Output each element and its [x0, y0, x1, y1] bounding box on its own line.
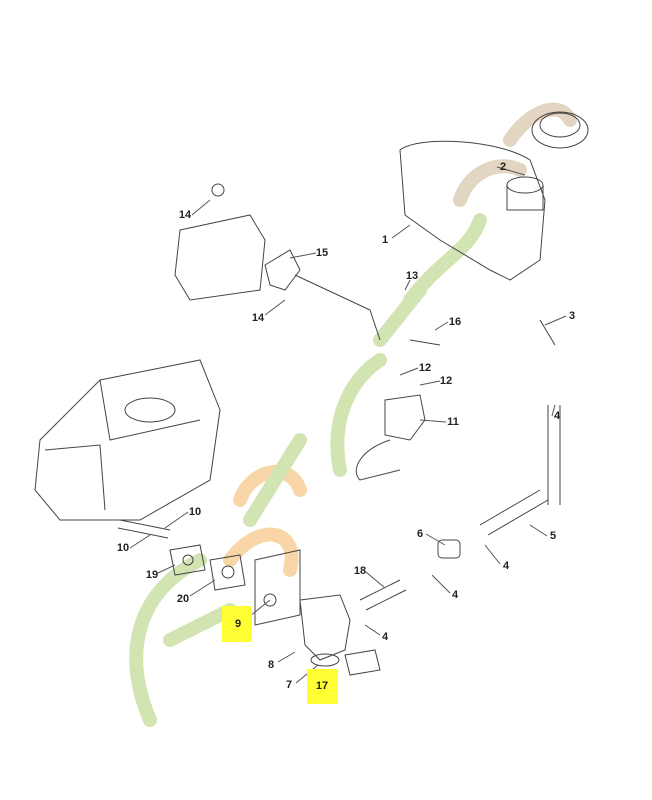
- push-rods: [117, 519, 171, 539]
- callout-14: 14: [251, 312, 265, 324]
- callout-11: 11: [447, 416, 459, 428]
- callout-4: 4: [553, 410, 561, 422]
- callout-10: 10: [116, 542, 130, 554]
- callout-8: 8: [267, 659, 275, 671]
- callout-12: 12: [439, 375, 453, 387]
- engine-block: [34, 359, 221, 521]
- intake-manifold: [355, 394, 426, 481]
- highlight-box-9: [222, 606, 252, 642]
- callout-2: 2: [499, 161, 507, 173]
- leader-lines: [129, 166, 567, 684]
- hose-18: [359, 579, 407, 611]
- watermark: [129, 102, 577, 727]
- callout-4: 4: [381, 631, 389, 643]
- callout-9: 9: [234, 618, 242, 630]
- callout-10: 10: [188, 506, 202, 518]
- fuel-cap: [531, 111, 589, 149]
- callout-15: 15: [315, 247, 329, 259]
- callout-13: 13: [405, 270, 419, 282]
- callout-1: 1: [381, 234, 389, 246]
- callout-12: 12: [418, 362, 432, 374]
- callout-7: 7: [285, 679, 293, 691]
- callout-18: 18: [353, 565, 367, 577]
- throttle-link: [264, 249, 441, 346]
- gasket-17: [344, 649, 381, 676]
- callout-20: 20: [176, 593, 190, 605]
- carburetor: [299, 594, 351, 667]
- fuel-hose: [479, 319, 561, 536]
- callout-6: 6: [416, 528, 424, 540]
- callout-5: 5: [549, 530, 557, 542]
- highlight-box-17: [307, 669, 338, 704]
- fuel-tank: [399, 140, 546, 281]
- fuel-filter: [437, 539, 461, 559]
- callout-4: 4: [502, 560, 510, 572]
- callout-17: 17: [315, 680, 329, 692]
- heat-shield-9: [254, 549, 301, 626]
- callout-19: 19: [145, 569, 159, 581]
- muffler: [174, 183, 266, 301]
- callout-4: 4: [451, 589, 459, 601]
- gasket-20: [209, 554, 246, 591]
- callout-14: 14: [178, 209, 192, 221]
- callout-16: 16: [448, 316, 462, 328]
- gasket-19: [169, 544, 206, 576]
- callout-3: 3: [568, 310, 576, 322]
